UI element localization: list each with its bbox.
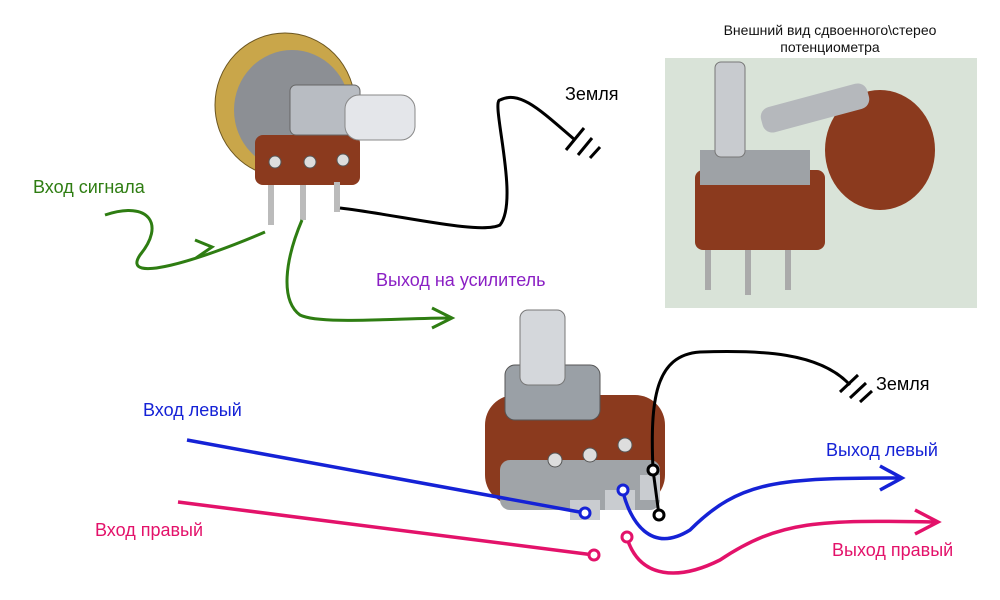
stereo-potentiometer-photo	[665, 58, 977, 308]
arrow-icon	[194, 238, 216, 260]
input-signal-wire	[104, 209, 266, 270]
photo-caption: Внешний вид сдвоенного\стерео потенциоме…	[723, 22, 937, 55]
output-wire	[285, 219, 451, 322]
ground-wire-stereo	[650, 349, 852, 516]
arrow-icon	[914, 508, 942, 536]
output-right-label: Выход правый	[832, 540, 954, 560]
stereo-potentiometer	[485, 309, 665, 520]
output-left-label: Выход левый	[826, 440, 938, 460]
ground-wire	[339, 95, 576, 230]
ground-label: Земля	[565, 84, 619, 104]
ground-label-stereo: Земля	[876, 374, 930, 394]
arrow-icon	[879, 464, 906, 492]
input-left-label: Вход левый	[143, 400, 242, 420]
ground-symbol-icon	[564, 127, 602, 160]
signal-input-label: Вход сигнала	[33, 177, 145, 197]
ground-symbol-icon	[838, 373, 874, 404]
output-left-wire	[621, 476, 901, 541]
input-right-wire	[177, 500, 595, 557]
amp-output-label: Выход на усилитель	[376, 270, 546, 290]
mono-potentiometer	[214, 32, 416, 225]
input-right-label: Вход правый	[95, 520, 204, 540]
arrow-icon	[431, 306, 456, 330]
output-right-wire	[625, 519, 936, 575]
input-left-wire	[186, 438, 586, 515]
